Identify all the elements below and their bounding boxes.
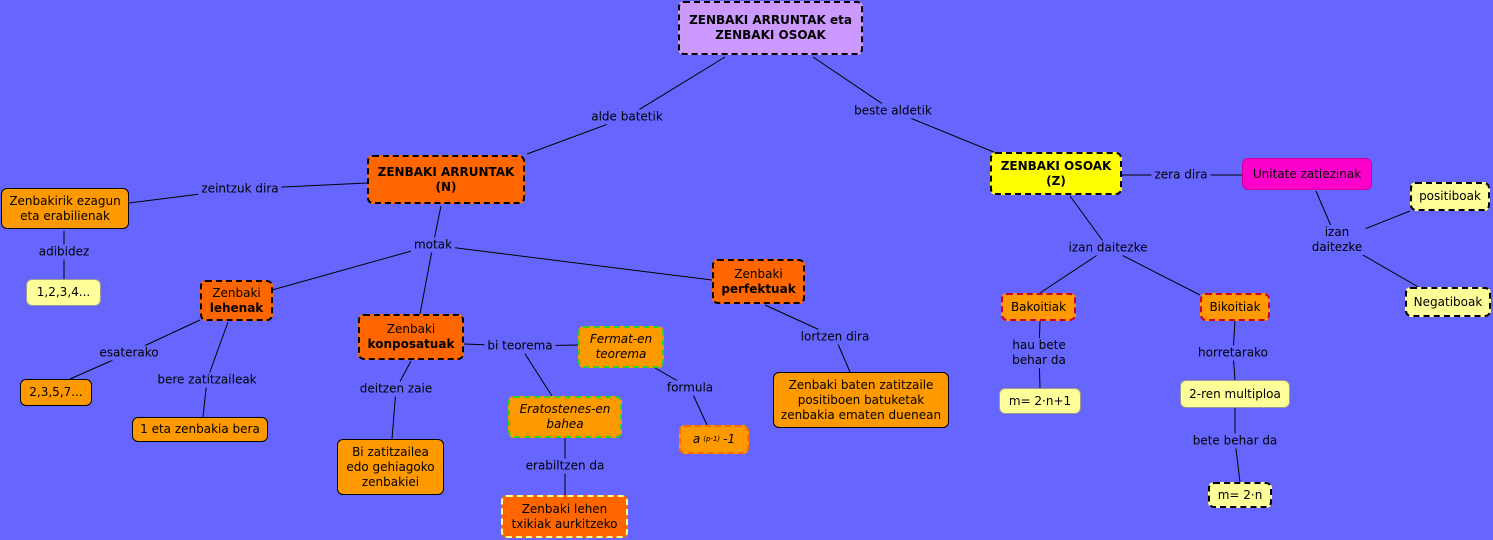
node-text: Bi zatitzailea — [352, 444, 429, 459]
node-text: eta erabilienak — [20, 208, 110, 223]
node-text: teorema — [595, 347, 647, 361]
link-label-line: behar da — [1012, 353, 1066, 367]
link-label-line: izan — [1324, 225, 1350, 239]
link-label-zera-dira: zera dira — [1151, 167, 1211, 183]
link-label-zeintzuk-dira: zeintzuk dira — [198, 181, 282, 197]
node-text: konposatuak — [367, 337, 455, 351]
node-text: Eratostenes-en — [519, 402, 611, 416]
node-text: Fermat-en — [589, 332, 653, 346]
node-text: Zenbaki — [212, 285, 261, 300]
link-label-deitzen-zaie: deitzen zaie — [356, 381, 436, 397]
connector-line — [1069, 195, 1109, 249]
connector-line — [1107, 247, 1201, 296]
link-label-bi-teorema: bi teorema — [484, 338, 556, 354]
formula-tail: -1 — [723, 432, 736, 446]
node-text: Zenbaki — [386, 322, 436, 336]
node-text: Zenbaki lehen — [521, 501, 608, 516]
link-label-izan-daitezke-2: izan daitezke — [1308, 225, 1366, 255]
node-text: (N) — [435, 179, 457, 194]
node-text: zenbakiei — [361, 474, 420, 489]
node-zenbakirik-ezagun[interactable]: Zenbakirik ezagun eta erabilienak — [1, 188, 129, 229]
node-text: positiboen batuketak — [797, 392, 925, 407]
node-text: zenbakia ematen duenean — [780, 407, 942, 422]
node-root[interactable]: ZENBAKI ARRUNTAK eta ZENBAKI OSOAK — [678, 1, 863, 55]
link-label-izan-daitezke: izan daitezke — [1065, 240, 1151, 256]
node-find-small-primes[interactable]: Zenbaki lehen txikiak aurkitzeko — [501, 495, 628, 538]
link-label-beste-aldetik: beste aldetik — [851, 103, 935, 119]
node-unitate-zatiezinak[interactable]: Unitate zatiezinak — [1242, 158, 1372, 190]
node-eratostenes-bahea[interactable]: Eratostenes-en bahea — [508, 396, 622, 438]
connector-line — [391, 388, 397, 440]
node-prime-divisors[interactable]: 1 eta zenbakia bera — [132, 417, 268, 442]
node-text: txikiak aurkitzeko — [511, 516, 618, 531]
node-text: perfektuak — [721, 281, 796, 296]
connector-line — [419, 244, 434, 315]
node-text: lehenak — [209, 300, 264, 315]
link-label-line: daitezke — [1311, 240, 1363, 254]
node-bakoitiak[interactable]: Bakoitiak — [1001, 293, 1076, 321]
connector-line — [626, 56, 726, 118]
node-text: Zenbaki baten zatitzaile — [788, 377, 934, 392]
connector-line — [1039, 247, 1109, 294]
node-text: ZENBAKI ARRUNTAK eta — [689, 13, 852, 27]
node-zenbaki-perfektuak[interactable]: Zenbaki perfektuak — [712, 259, 805, 304]
node-prime-examples[interactable]: 2,3,5,7... — [20, 379, 92, 406]
node-text: Zenbakirik ezagun — [9, 193, 121, 208]
link-label-horretarako: horretarako — [1195, 345, 1271, 361]
node-zenbaki-lehenak[interactable]: Zenbaki lehenak — [200, 280, 273, 321]
connector-line — [519, 345, 553, 397]
link-label-formula: formula — [663, 380, 717, 396]
node-even-multiple[interactable]: 2-ren multiploa — [1180, 380, 1290, 408]
connector-line — [812, 56, 894, 112]
link-label-erabiltzen-da: erabiltzen da — [522, 458, 608, 474]
node-bikoitiak[interactable]: Bikoitiak — [1200, 293, 1270, 321]
node-composite-definition[interactable]: Bi zatitzailea edo gehiagoko zenbakiei — [337, 439, 444, 495]
connector-line — [206, 321, 229, 381]
node-text: (Z) — [1046, 173, 1066, 188]
formula-base: a — [692, 432, 701, 446]
node-text: edo gehiagoko — [346, 459, 435, 474]
connector-line — [432, 244, 713, 281]
link-label-hau-bete-behar-da: hau bete behar da — [1009, 338, 1069, 368]
node-text: ZENBAKI ARRUNTAK — [377, 164, 515, 179]
link-label-bete-behar-da: bete behar da — [1189, 433, 1281, 449]
node-example-list[interactable]: 1,2,3,4... — [26, 279, 101, 306]
link-label-esaterako: esaterako — [96, 345, 162, 361]
link-label-lortzen-dira: lortzen dira — [797, 329, 873, 345]
node-text: ZENBAKI OSOAK — [1000, 158, 1112, 173]
formula-exponent: (p-1) — [703, 435, 721, 443]
node-zenbaki-osoak[interactable]: ZENBAKI OSOAK (Z) — [990, 152, 1122, 195]
connector-line — [271, 244, 434, 291]
link-label-alde-batetik: alde batetik — [588, 109, 666, 125]
node-text: bahea — [546, 417, 584, 431]
node-text: Zenbaki — [734, 266, 783, 281]
node-fermat-theorem[interactable]: Fermat-en teorema — [578, 326, 664, 368]
node-zenbaki-konposatuak[interactable]: Zenbaki konposatuak — [358, 314, 464, 360]
node-positiboak[interactable]: positiboak — [1410, 182, 1490, 211]
link-label-bere-zatitzaileak: bere zatitzaileak — [154, 372, 260, 388]
node-perfect-definition[interactable]: Zenbaki baten zatitzaile positiboen batu… — [773, 372, 949, 428]
link-label-line: hau bete — [1012, 338, 1066, 352]
node-zenbaki-arruntak[interactable]: ZENBAKI ARRUNTAK (N) — [367, 155, 525, 204]
link-label-motak: motak — [410, 237, 456, 253]
node-text: ZENBAKI OSOAK — [715, 28, 826, 42]
node-odd-formula[interactable]: m= 2·n+1 — [999, 388, 1081, 414]
node-even-formula[interactable]: m= 2·n — [1208, 482, 1272, 508]
node-fermat-formula[interactable]: a (p-1) -1 — [679, 425, 749, 454]
link-label-adibidez: adibidez — [35, 244, 93, 260]
node-negatiboak[interactable]: Negatiboak — [1405, 287, 1491, 317]
